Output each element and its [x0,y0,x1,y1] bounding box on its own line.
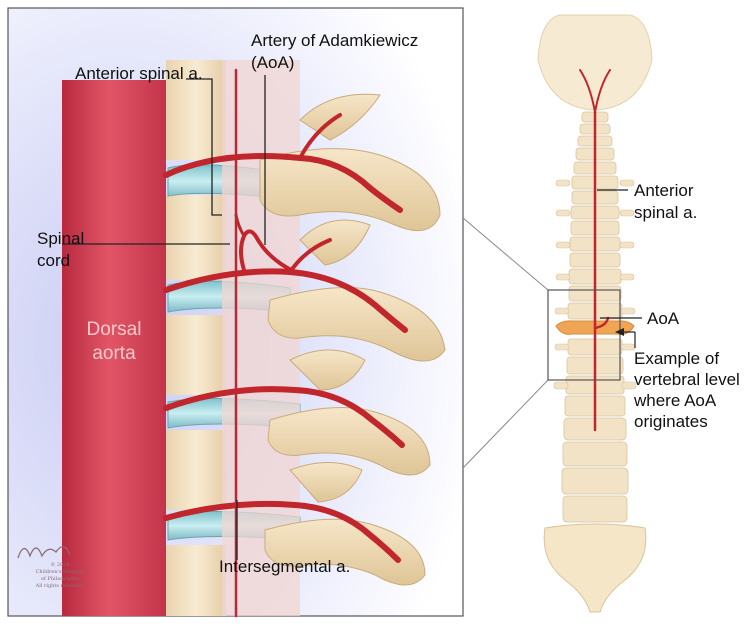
anterior-spinal-label: Anterior spinal a. [75,64,203,83]
spine-arteries [579,69,611,432]
sacrum [543,523,647,613]
vertebral-bodies [166,60,226,616]
signature-year: © 2024 [50,561,69,568]
example-label-4: originates [634,412,708,431]
signature-line-3: All rights reserved. [35,583,85,589]
transverse-processes [553,179,637,390]
intersegmental-label: Intersegmental a. [219,557,350,576]
arteries [163,68,408,618]
zoom-connector [462,217,549,469]
vertebral-processes [259,93,446,586]
signature: © 2024 Children's Hospital of Philadelph… [17,546,85,589]
spinal-cord-label: Spinal [37,229,84,248]
leader-lines-left [62,75,266,560]
signature-line-2: of Philadelphia [41,576,79,582]
aoa-full-label: Artery of Adamkiewicz [251,31,418,50]
dorsal-aorta [62,80,166,616]
arrow-head [615,328,624,336]
example-label-3: where AoA [633,391,717,410]
leader-lines-right [597,189,642,348]
dorsal-aorta-label: Dorsal [87,319,142,340]
anterior-spinal-right-label: Anterior [634,181,694,200]
zoom-box [547,289,621,381]
aoa-full-label-2: (AoA) [251,53,294,72]
spinal-cord-label-2: cord [37,251,70,270]
skull-base [537,14,653,111]
detail-panel: Dorsal aorta © 2024 Children's Hospital … [7,7,464,618]
signature-line-1: Children's Hospital [36,569,85,575]
anterior-spinal-right-label-2: spinal a. [634,203,697,222]
example-label-2: vertebral level [634,370,740,389]
spine-overview: Anterior spinal a. AoA Example of verteb… [537,14,740,613]
aoa-short-label: AoA [647,309,680,328]
dorsal-aorta-label-2: aorta [92,343,136,364]
example-label-1: Example of [634,349,719,368]
signature-scribble [17,546,71,559]
